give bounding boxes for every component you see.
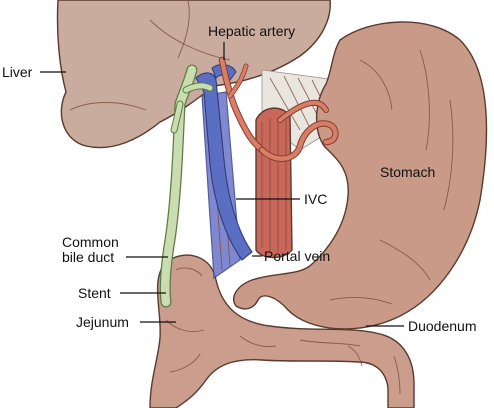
hepatic-artery-shape — [218, 56, 339, 162]
label-common-bile-duct-line2: bile duct — [62, 249, 114, 265]
stomach-shape — [233, 21, 488, 330]
leader-lines — [40, 42, 404, 327]
label-stent: Stent — [78, 285, 111, 301]
label-hepatic-artery: Hepatic artery — [208, 23, 295, 39]
label-ivc: IVC — [304, 191, 327, 207]
labels: Liver Hepatic artery Stomach IVC Common … — [2, 23, 477, 334]
bile-duct-shape — [159, 64, 214, 308]
label-liver: Liver — [2, 64, 33, 80]
aorta-shape — [255, 107, 293, 259]
label-jejunum: Jejunum — [76, 314, 129, 330]
label-common-bile-duct-line1: Common — [62, 234, 119, 250]
label-duodenum: Duodenum — [408, 318, 477, 334]
label-portal-vein: Portal vein — [264, 248, 330, 264]
label-stomach: Stomach — [380, 164, 435, 180]
